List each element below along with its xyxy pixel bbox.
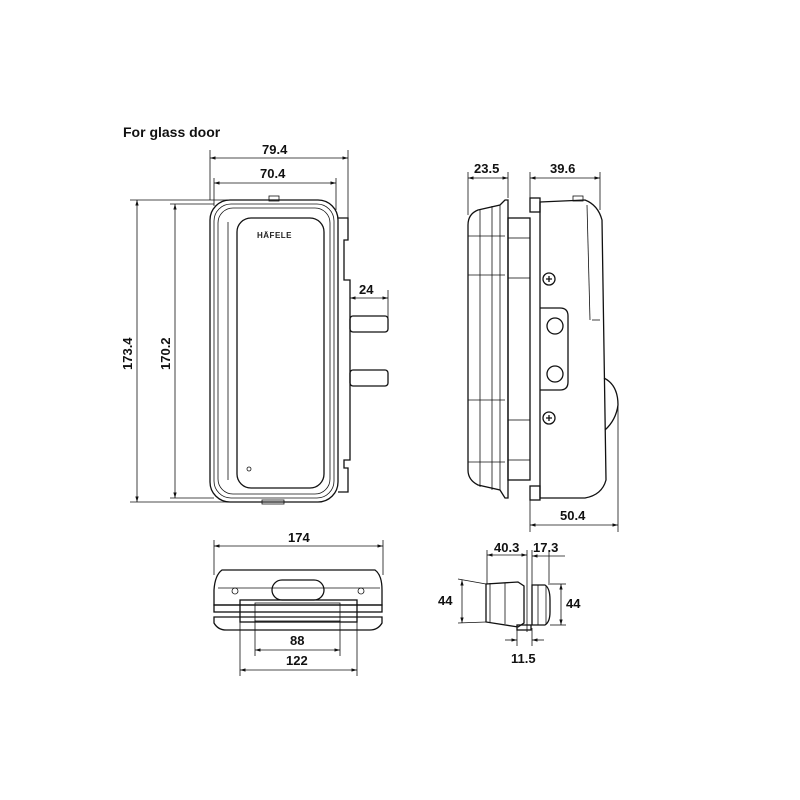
dim-front-depth: 23.5 bbox=[474, 161, 499, 176]
side-view bbox=[467, 195, 619, 501]
dim-width-inner: 70.4 bbox=[260, 166, 286, 181]
bottom-view bbox=[213, 569, 383, 631]
latch-bolt-lower bbox=[349, 369, 389, 387]
dim-mount-width: 122 bbox=[286, 653, 308, 668]
indicator-led-icon bbox=[246, 466, 252, 472]
strike-dimensions: 40.3 17.3 44 44 11.5 bbox=[438, 540, 581, 666]
dim-strike-height-right: 44 bbox=[566, 596, 581, 611]
dim-total-width: 174 bbox=[288, 530, 310, 545]
dim-height-outer: 173.4 bbox=[120, 337, 135, 370]
dim-rear-total-depth: 50.4 bbox=[560, 508, 586, 523]
dim-strike-depth-b: 17.3 bbox=[533, 540, 558, 555]
dim-rear-depth: 39.6 bbox=[550, 161, 575, 176]
front-dimensions: 79.4 70.4 173.4 170.2 24 bbox=[120, 142, 388, 503]
latch-bolt-upper bbox=[349, 315, 389, 333]
front-view: HÄFELE bbox=[209, 195, 389, 505]
dim-inner-width: 88 bbox=[290, 633, 304, 648]
dim-width-outer: 79.4 bbox=[262, 142, 288, 157]
screw-icon bbox=[542, 272, 556, 286]
dim-bolt-projection: 24 bbox=[359, 282, 374, 297]
dim-strike-height-left: 44 bbox=[438, 593, 453, 608]
brand-logo: HÄFELE bbox=[257, 231, 292, 240]
dim-strike-depth-a: 40.3 bbox=[494, 540, 519, 555]
side-dimensions: 23.5 39.6 50.4 bbox=[467, 161, 619, 532]
drawing-title: For glass door bbox=[123, 124, 221, 140]
sensor-dome bbox=[603, 377, 619, 431]
screw-icon bbox=[542, 411, 556, 425]
dim-height-inner: 170.2 bbox=[158, 337, 173, 370]
dim-strike-gap: 11.5 bbox=[511, 651, 536, 666]
bottom-dimensions: 174 88 122 bbox=[213, 530, 384, 676]
strike-view bbox=[485, 581, 551, 631]
